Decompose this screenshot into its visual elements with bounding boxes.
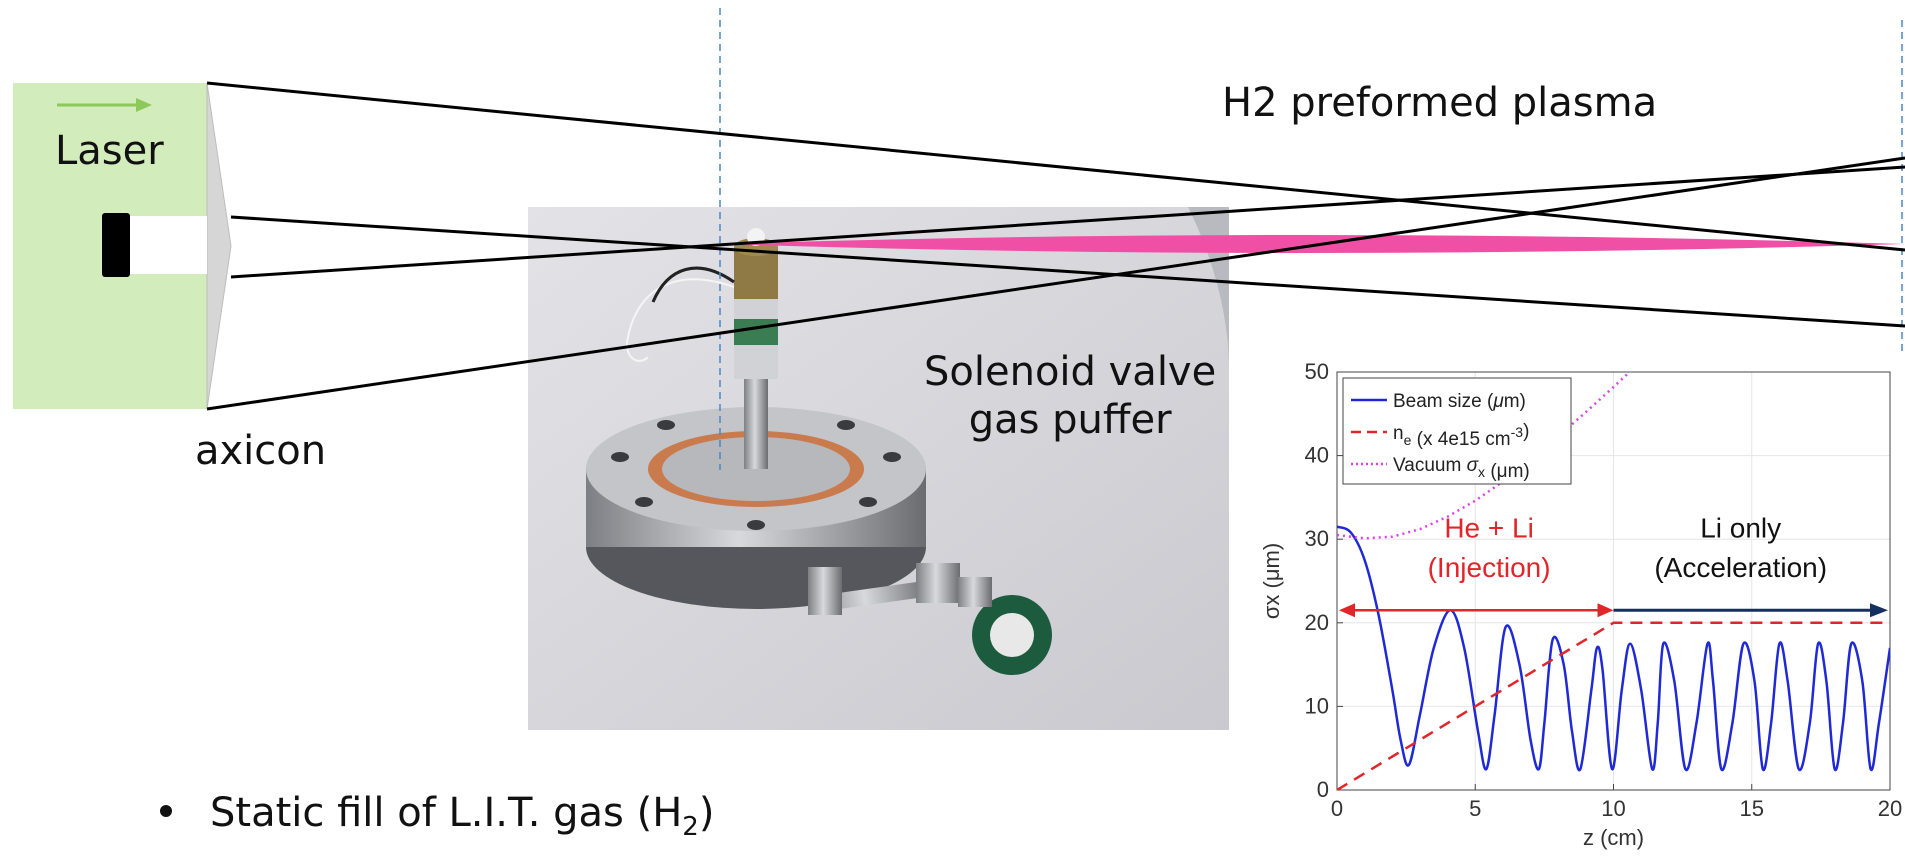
bullet-item: Static fill of L.I.T. gas (H2) xyxy=(160,790,714,842)
y-tick-label: 10 xyxy=(1305,693,1329,718)
laser-label: Laser xyxy=(55,128,164,174)
bullet-subscript: 2 xyxy=(682,812,699,842)
series-line-solid xyxy=(1337,525,1890,772)
injection-arrow-head-right xyxy=(1597,603,1614,618)
gas-puffer-label-line2: gas puffer xyxy=(968,397,1172,443)
series-line-dashed xyxy=(1337,621,1890,790)
y-tick-label: 50 xyxy=(1305,359,1329,384)
laser-direction-arrow xyxy=(57,98,152,112)
y-tick-label: 0 xyxy=(1317,777,1329,802)
injection-label-line1: He + Li xyxy=(1444,513,1534,544)
legend-entry-0: Beam size (μm) xyxy=(1393,391,1526,412)
x-axis-label: z (cm) xyxy=(1583,825,1644,850)
plasma-label: H2 preformed plasma xyxy=(1222,80,1658,126)
x-tick-label: 5 xyxy=(1469,796,1481,821)
bullet-close: ) xyxy=(698,790,715,836)
chart-svg: 0 5 10 15 20 0 10 20 30 40 50 z (cm) σx (μm) He + Li (… xyxy=(1259,359,1902,850)
series-group xyxy=(1337,372,1890,790)
gas-puffer-label-line1: Solenoid valve xyxy=(924,349,1217,395)
laser-head xyxy=(102,213,130,277)
plasma-column xyxy=(718,235,1905,253)
x-tick-label: 0 xyxy=(1331,796,1343,821)
plot-frame xyxy=(1336,371,1891,791)
acceleration-label-line2: (Acceleration) xyxy=(1654,552,1827,583)
x-tick-label: 15 xyxy=(1740,796,1764,821)
gas-puffer-photo xyxy=(528,207,1229,730)
bullet-dot xyxy=(160,805,172,817)
laser-rays xyxy=(206,81,1905,411)
y-tick-label: 30 xyxy=(1305,526,1329,551)
gas-puffer-label: Solenoid valve gas puffer xyxy=(924,348,1216,444)
acceleration-label-line1: Li only xyxy=(1700,513,1781,544)
x-tick-label: 20 xyxy=(1878,796,1902,821)
legend-box xyxy=(1342,377,1572,485)
injection-arrow-head-left xyxy=(1339,603,1355,618)
bullet-text: Static fill of L.I.T. gas (H xyxy=(210,790,683,836)
acceleration-arrow-head xyxy=(1870,603,1888,618)
axicon-prism xyxy=(206,82,232,410)
y-tick-label: 20 xyxy=(1305,610,1329,635)
injection-label-line2: (Injection) xyxy=(1428,552,1551,583)
x-tick-label: 10 xyxy=(1601,796,1625,821)
legend-entry-1: ne (x 4e15 cm-3) xyxy=(1393,421,1529,450)
y-axis-label: σx (μm) xyxy=(1259,543,1284,619)
y-tick-label: 40 xyxy=(1305,443,1329,468)
legend-entry-2: Vacuum σx (μm) xyxy=(1393,455,1530,482)
axicon-label: axicon xyxy=(195,428,327,474)
beam-size-chart: 0 5 10 15 20 0 10 20 30 40 50 z (cm) σx (μm) He + Li (… xyxy=(1245,352,1905,862)
